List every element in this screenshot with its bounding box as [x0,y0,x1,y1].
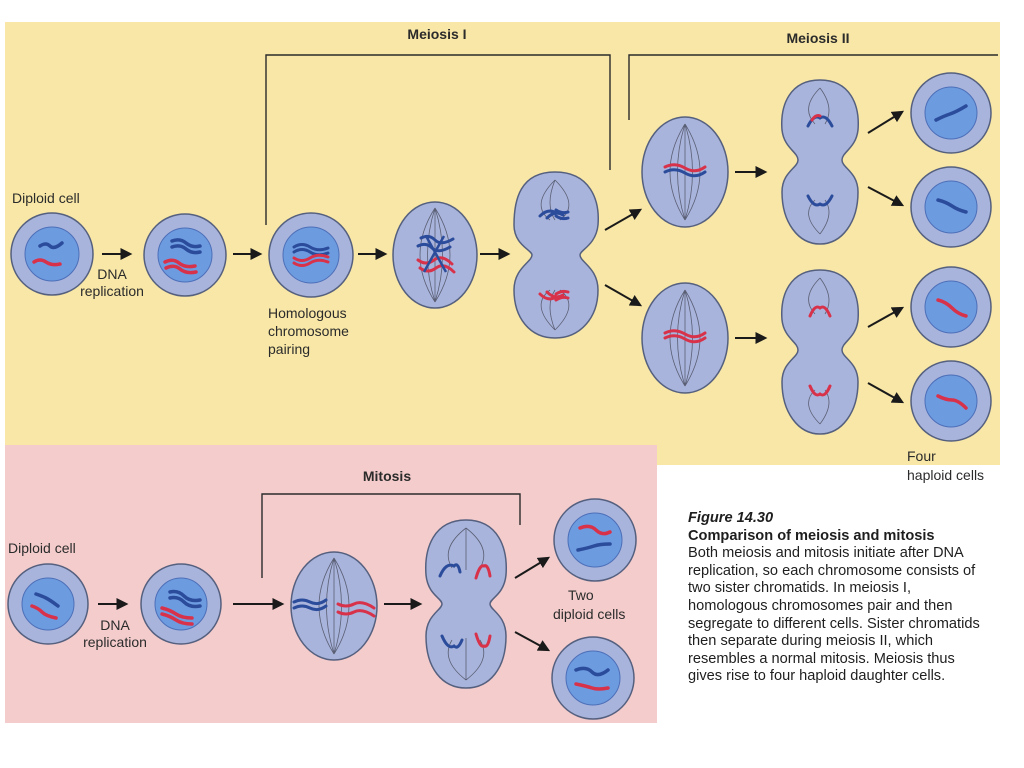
meiosis-diploid-label: Diploid cell [12,190,80,206]
meiosis-ii-bracket [628,54,998,120]
mitosis-dividing-cell [425,519,507,689]
figure-caption: Figure 14.30 Comparison of meiosis and m… [688,510,988,686]
meiosis-replicated-cell [143,213,227,297]
figure-number: Figure 14.30 [688,510,774,526]
haploid-cell-2 [910,166,992,248]
haploid-cell-4 [910,360,992,442]
meiosis-ii-dividing-top [781,79,859,245]
meiosis-pairing-cell [268,212,354,298]
mitosis-replicated-cell [140,563,222,645]
haploid-cell-1 [910,72,992,154]
mitosis-bracket [261,493,521,578]
mitosis-spindle-cell [290,551,378,661]
figure-title: Comparison of meiosis and mitosis [688,527,935,544]
meiosis-ii-spindle-bottom [641,282,729,394]
figure-body: Both meiosis and mitosis initiate after … [688,545,980,685]
meiosis-i-dividing-cell [513,171,599,339]
mitosis-diploid-label: Diploid cell [8,540,76,556]
meiosis-ii-dividing-bottom [781,269,859,435]
meiosis-ii-header: Meiosis II [786,30,849,46]
meiosis-i-header: Meiosis I [407,26,466,42]
mitosis-daughter-cell-1 [553,498,637,582]
mitosis-daughter-cell-2 [551,636,635,720]
meiosis-i-spindle-cell [392,201,478,309]
haploid-cell-3 [910,266,992,348]
mitosis-diploid-cell [7,563,89,645]
mitosis-header: Mitosis [363,468,411,484]
meiosis-i-bracket [265,54,611,225]
meiosis-ii-spindle-top [641,116,729,228]
meiosis-diploid-cell [10,212,94,296]
